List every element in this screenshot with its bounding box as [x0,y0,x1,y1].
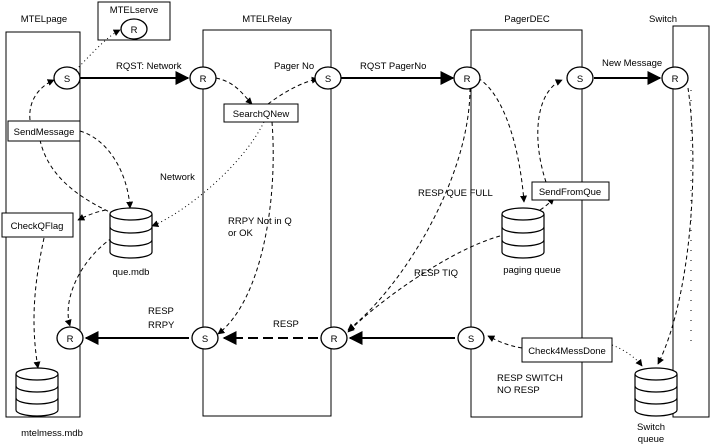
dash-network-to-que [39,139,119,217]
dash-sendfromque-to-dec-s [537,79,563,183]
svg-text:CheckQFlag: CheckQFlag [11,221,64,232]
svg-text:SearchQNew: SearchQNew [233,109,290,120]
svg-text:S: S [468,334,474,345]
svg-text:R: R [131,25,138,36]
node-s-dec-bottom: S [457,326,485,350]
pagerdec-column [470,29,583,418]
label-resp-tiq: RESP TIQ [414,268,458,279]
node-s-dec-top: S [566,66,594,90]
dash-dec-r-to-relay-r [347,87,471,331]
node-r-page-bottom: R [56,326,84,350]
svg-text:R: R [464,74,471,85]
label-resp-que-full: RESP QUE FULL [418,188,493,199]
node-r-relay-top: R [189,66,217,90]
mtelrelay-column [202,29,332,417]
paging-queue-database-icon [501,207,545,259]
svg-text:R: R [331,334,338,345]
dash-searchqnew-to-relay-s [267,76,319,105]
que-mdb-database-icon [109,207,153,259]
label-new-message: New Message [602,58,662,69]
svg-text:S: S [325,74,331,85]
dash-que-to-checkqflag [77,209,107,221]
svg-text:S: S [577,74,583,85]
mtelrelay-title: MTELRelay [242,14,292,25]
svg-text:R: R [200,74,207,85]
svg-text:R: R [67,334,74,345]
label-rrpy-left: RRPY [148,320,175,331]
label-resp-mid: RESP [273,319,299,330]
paging-queue-label: paging queue [503,265,561,276]
svg-text:S: S [64,74,70,85]
pagerdec-title: PagerDEC [504,14,550,25]
dash-que-to-page-r [64,237,113,327]
dash-check4messdone-to-dec-s [487,335,523,349]
sendfromque-box: SendFromQue [531,181,610,201]
label-or-ok: or OK [228,228,253,239]
node-s-page-top: S [53,66,81,90]
svg-text:S: S [202,334,208,345]
node-s-relay-bottom: S [191,326,219,350]
node-s-relay-top: S [314,66,342,90]
switch-title: Switch [649,14,677,25]
dash-relay-r-to-searchqnew [215,77,253,105]
label-rqst-pager-no: RQST PagerNo [360,61,426,72]
node-r-switch: R [661,66,689,90]
switch-column [672,25,710,418]
sendmessage-box: SendMessage [7,120,81,142]
dash-searchqnew-to-relay-s-bottom [217,121,274,335]
label-network: Network [160,172,195,183]
dash-sendmessage-to-que [79,130,134,209]
label-rrpy-not-in-q: RRPY Not in Q [228,216,292,227]
label-resp-switch: RESP SWITCH [497,373,563,384]
node-r-dec-top: R [453,66,481,90]
node-r-mtelserve: R [120,18,148,40]
mtelpage-title: MTELpage [21,14,67,25]
label-resp-left: RESP [148,306,174,317]
svg-text:R: R [672,74,679,85]
label-no-resp: NO RESP [497,385,540,396]
mtelserve-title: MTELserve [110,5,159,16]
switch-queue-database-icon [634,367,678,417]
mtelmess-mdb-label: mtelmess.mdb [21,428,83,439]
label-rqst-network: RQST: Network [116,61,182,72]
label-pager-no: Pager No [274,61,314,72]
searchqnew-box: SearchQNew [223,103,299,123]
dash-paging-to-relay-r [347,235,501,333]
que-mdb-label: que.mdb [113,267,150,278]
check4messdone-box: Check4MessDone [521,337,613,363]
dash-dec-r-to-paging-queue [477,77,528,203]
switch-queue-label-line2: queue [638,434,664,445]
dash-switch-r-to-queue [657,87,694,365]
checkqflag-box: CheckQFlag [1,212,74,238]
svg-text:SendMessage: SendMessage [14,127,75,138]
svg-text:SendFromQue: SendFromQue [539,187,601,198]
svg-text:Check4MessDone: Check4MessDone [528,346,606,357]
node-r-relay-bottom: R [320,326,348,350]
switch-queue-label-line1: Switch [637,422,665,433]
mtelmess-mdb-database-icon [15,367,59,417]
dash-sendmessage-to-s [29,79,55,121]
dash-check4messdone-to-switch-queue [611,344,643,367]
dash-checkqflag-to-mtelmess [33,237,45,369]
